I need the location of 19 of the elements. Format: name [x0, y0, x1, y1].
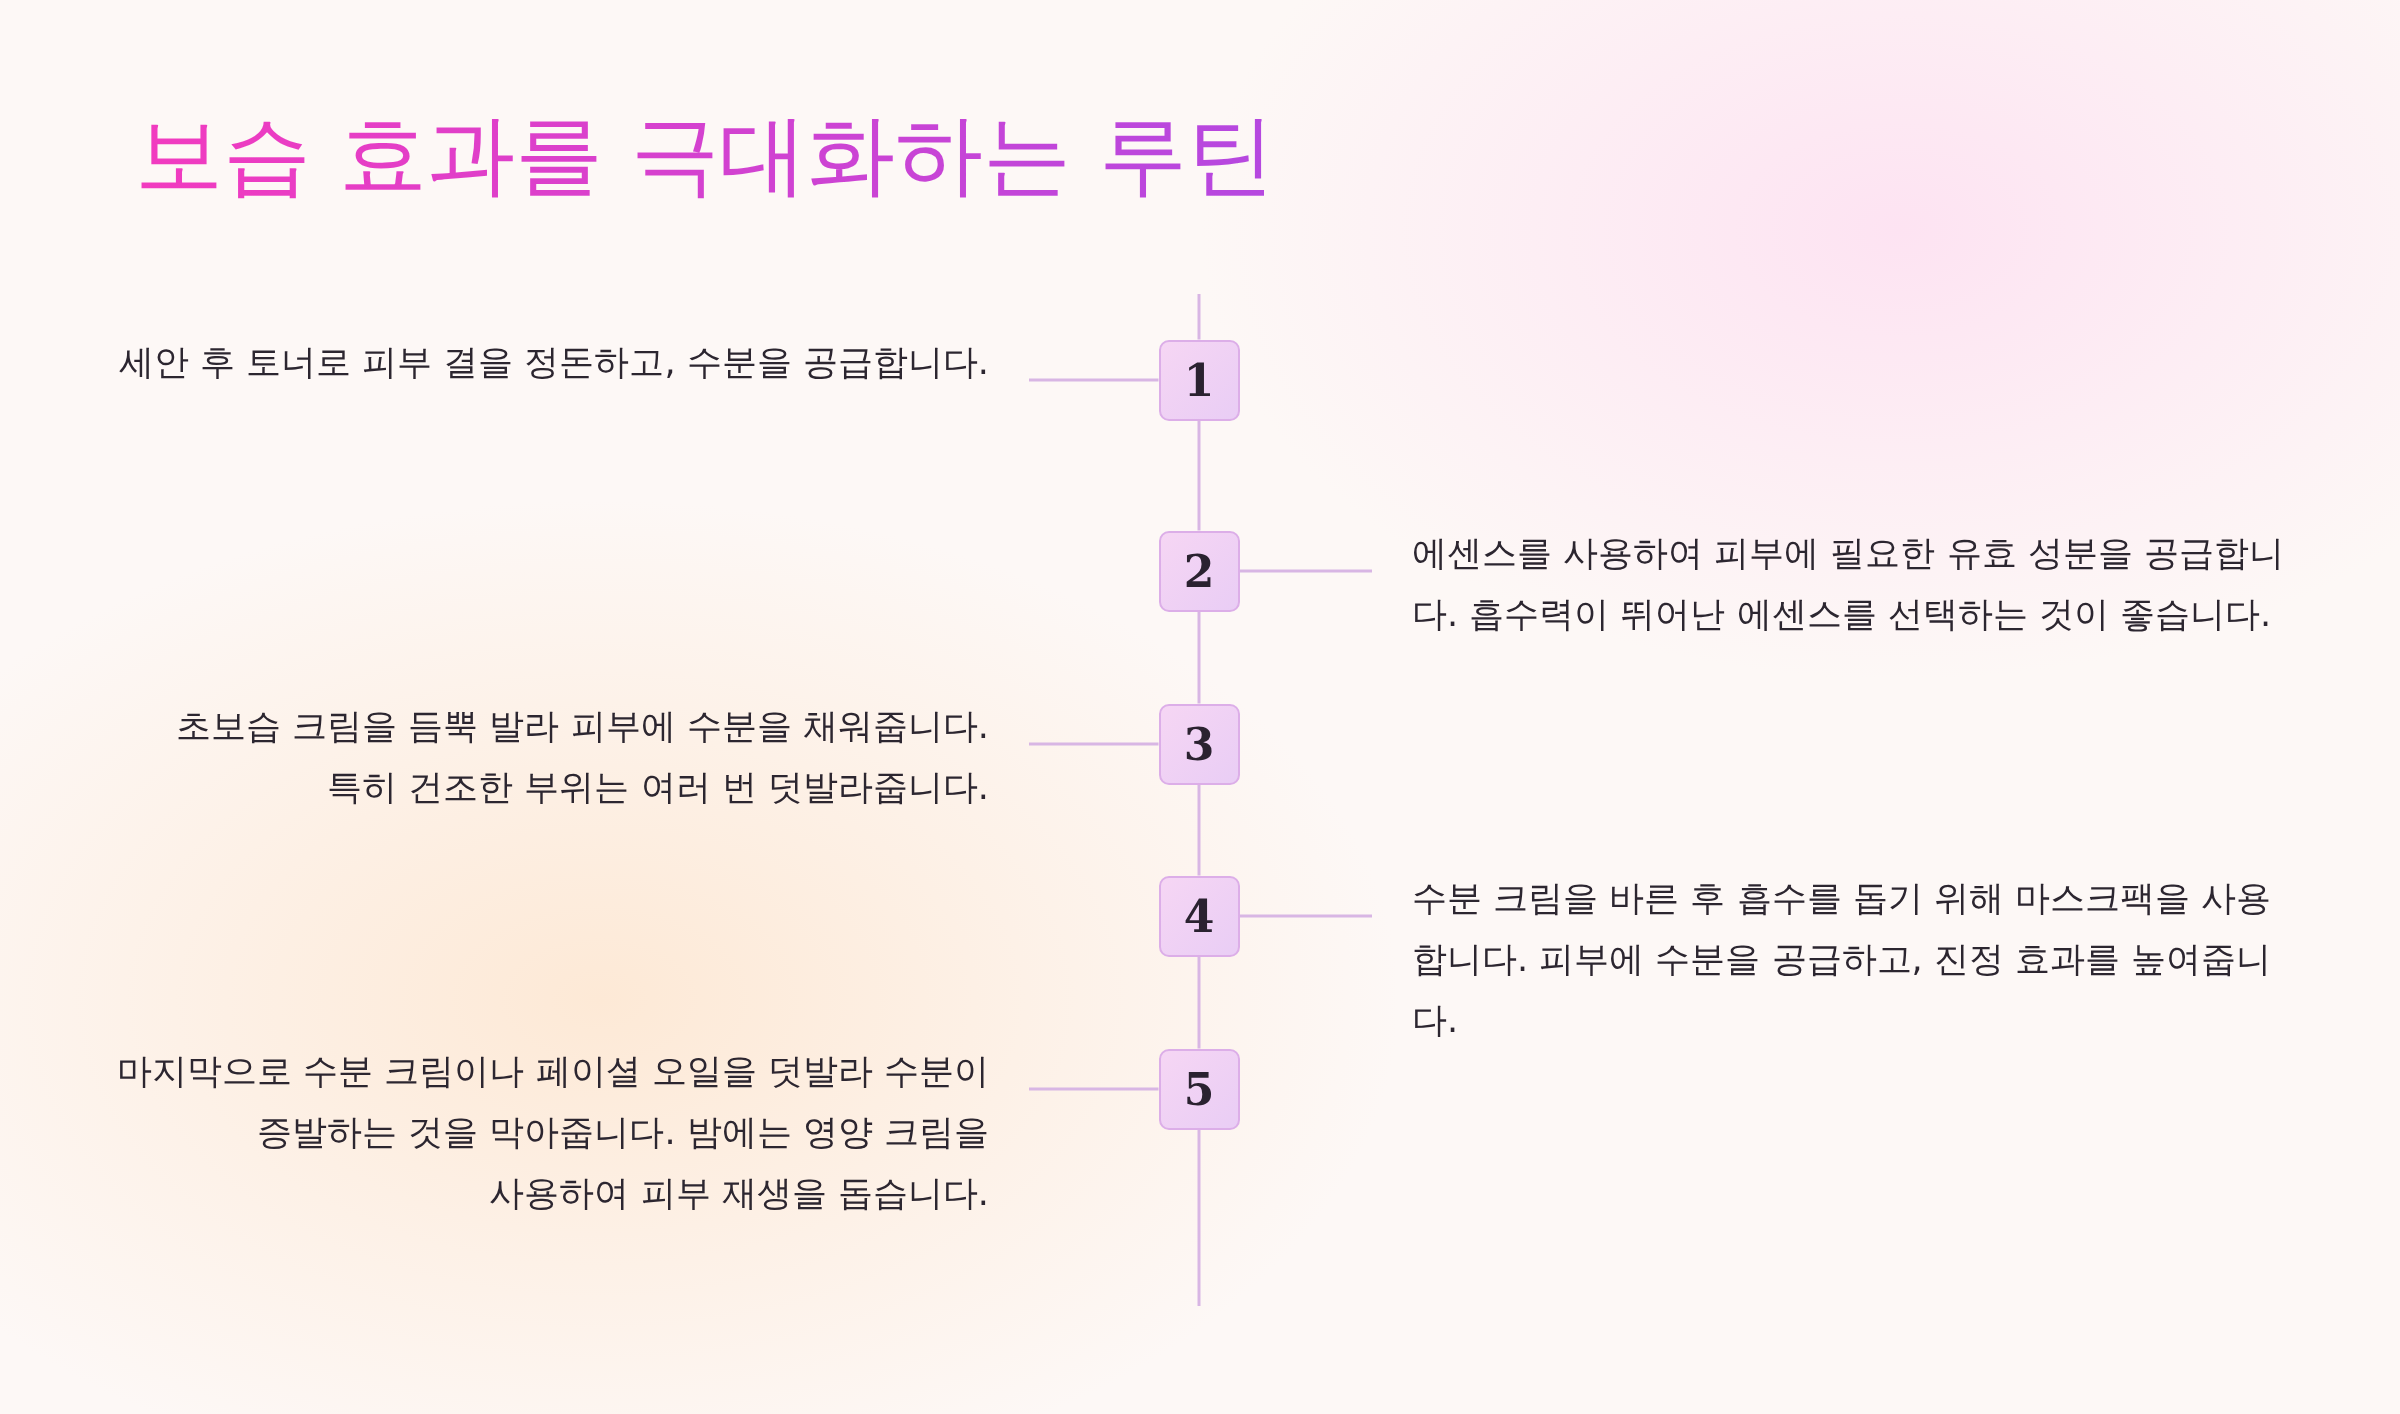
leader-line	[1029, 378, 1159, 382]
timeline-line	[1197, 784, 1201, 876]
step-description: 초보습 크림을 듬뿍 발라 피부에 수분을 채워줍니다. 특히 건조한 부위는 여러 번 덧발라줍니다.	[110, 696, 1029, 818]
timeline-line	[1197, 420, 1201, 531]
step-number-box: 1	[1158, 339, 1240, 421]
step-number-box: 4	[1158, 875, 1240, 957]
step-description: 마지막으로 수분 크림이나 페이셜 오일을 덧발라 수분이 증발하는 것을 막아줍니다. 밤에는 영양 크림을 사용하여 피부 재생을 돕습니다.	[110, 1041, 1029, 1224]
leader-line	[1029, 742, 1159, 746]
step-number-box: 3	[1158, 703, 1240, 785]
leader-line	[1029, 1087, 1159, 1091]
leader-line	[1239, 569, 1372, 573]
timeline-line	[1197, 611, 1201, 704]
step-description: 에센스를 사용하여 피부에 필요한 유효 성분을 공급합니다. 흡수력이 뛰어난 에센스를 선택하는 것이 좋습니다.	[1372, 523, 2292, 645]
step-number-box: 5	[1158, 1048, 1240, 1130]
step-number-box: 2	[1158, 530, 1240, 612]
step-description: 수분 크림을 바른 후 흡수를 돕기 위해 마스크팩을 사용합니다. 피부에 수분을 공급하고, 진정 효과를 높여줍니다.	[1372, 868, 2292, 1051]
timeline-line	[1197, 956, 1201, 1049]
step-description: 세안 후 토너로 피부 결을 정돈하고, 수분을 공급합니다.	[110, 332, 1029, 393]
leader-line	[1239, 914, 1372, 918]
